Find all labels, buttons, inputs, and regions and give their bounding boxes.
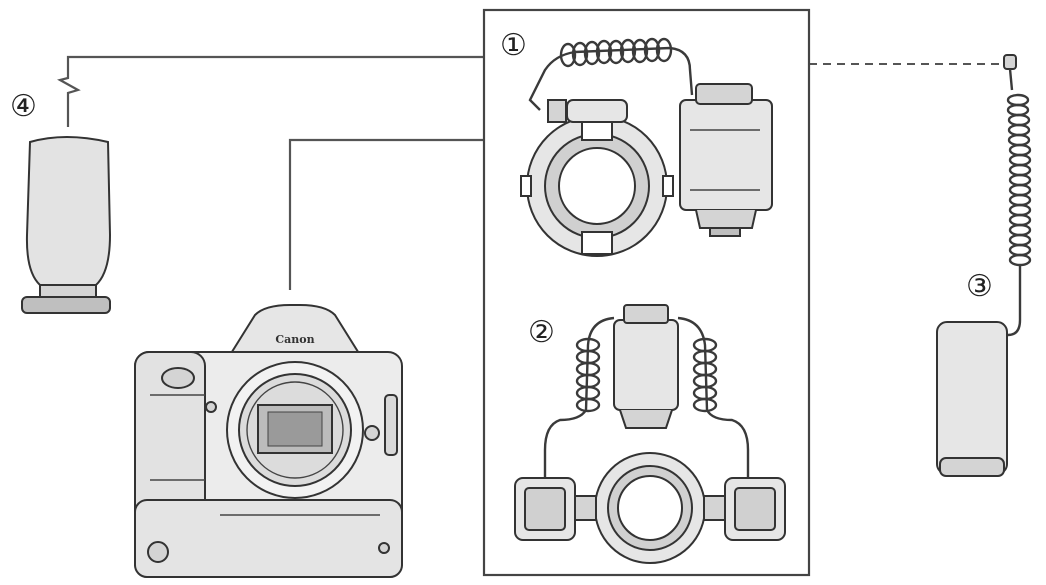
connection-lines: [57, 55, 1003, 290]
transmitter-foot: [21, 296, 111, 314]
label-battery-pack: ③: [966, 269, 993, 304]
transmitter-body: [25, 136, 112, 286]
ring-lite-coil-loops: [559, 37, 673, 68]
battery-pack-coiled-cord: [1006, 93, 1032, 267]
label-transmitter: ④: [10, 89, 37, 124]
ring-lite-lens-opening: [558, 147, 636, 225]
macro-ring-lite: [520, 37, 773, 257]
twin-lite-left-cord: [543, 316, 615, 478]
transmitter-wireless-line: [57, 55, 484, 127]
camera-body: Canon: [134, 304, 403, 578]
label-ring-lite: ①: [500, 28, 527, 63]
camera-connection-line: [288, 138, 484, 290]
label-twin-lite: ②: [528, 315, 555, 350]
twin-lite-right-cord: [677, 316, 750, 478]
macro-twin-lite: [514, 304, 786, 564]
battery-pack: [936, 54, 1032, 477]
wireless-transmitter: [21, 136, 112, 314]
twin-lite-coil-loops: [575, 337, 718, 413]
battery-pack-body: [936, 321, 1008, 475]
twin-lite-controller: [613, 319, 679, 411]
camera-brand: Canon: [275, 333, 314, 346]
ring-lite-controller: [679, 99, 773, 211]
